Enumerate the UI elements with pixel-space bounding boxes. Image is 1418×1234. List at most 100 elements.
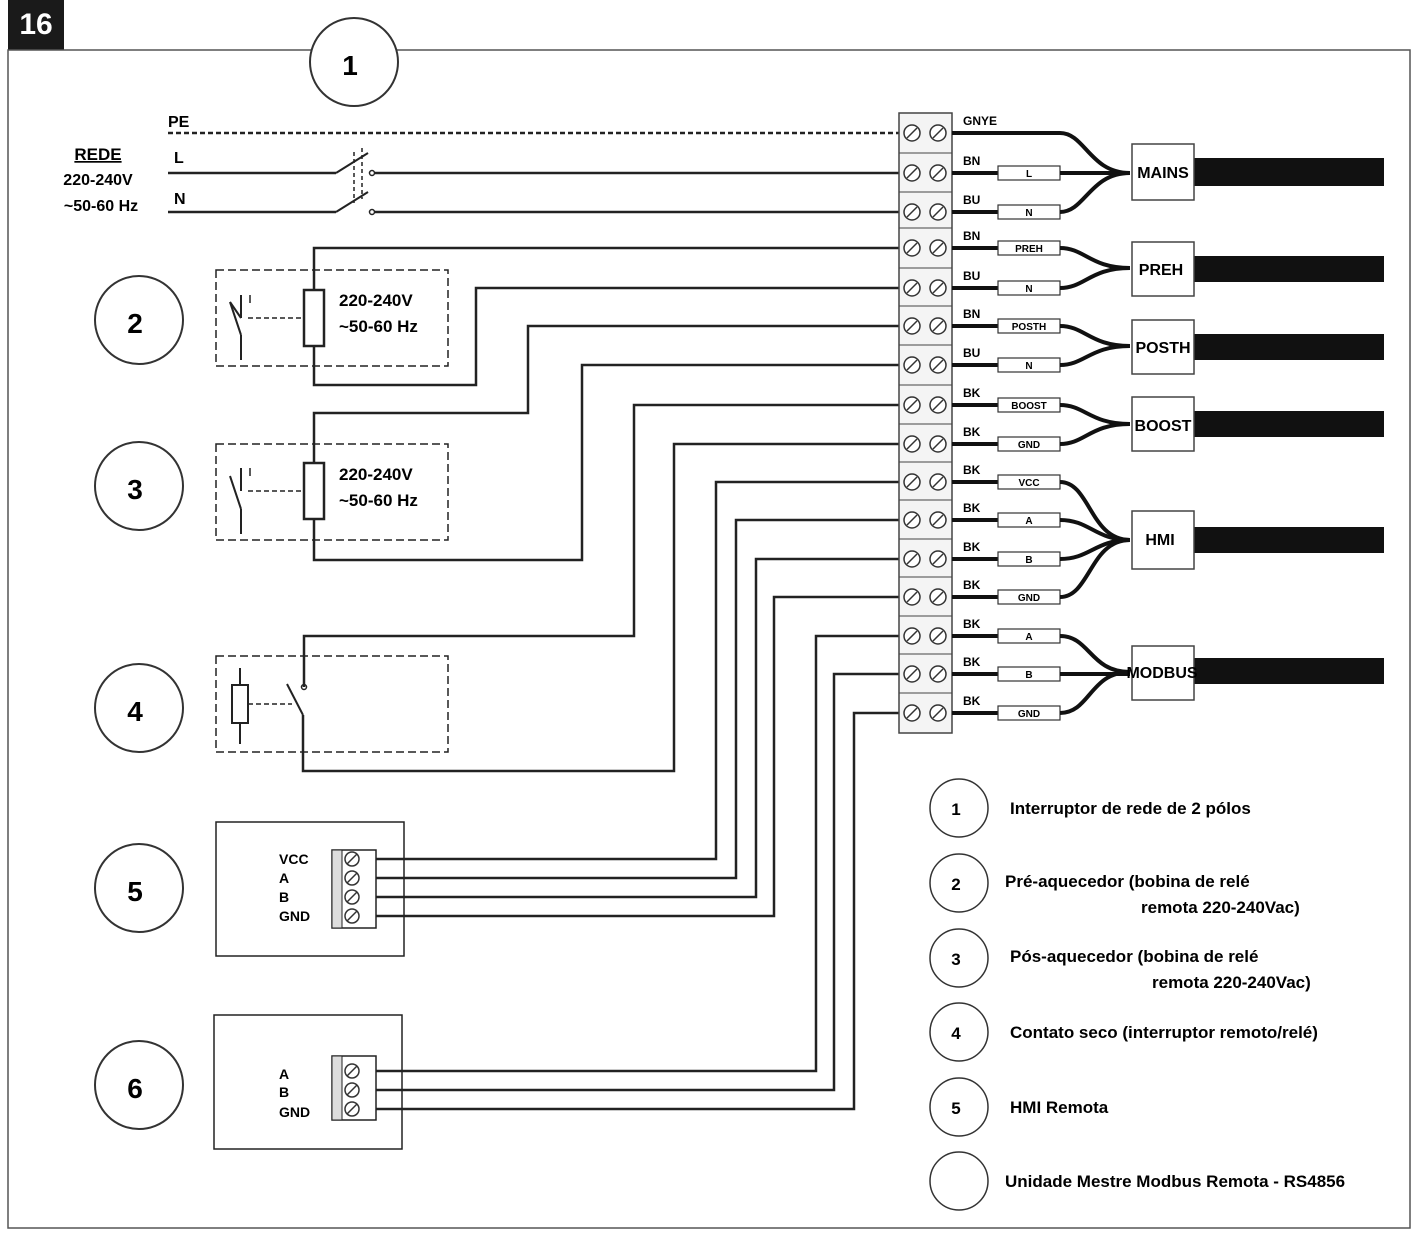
callout-2: 2 [94, 275, 184, 365]
postheater-voltage: 220-240V [339, 465, 413, 484]
connector-preh: PREH [1139, 262, 1183, 279]
hmi-terminal-a: A [279, 870, 289, 886]
terminal-wire-tag: PREH [1015, 244, 1043, 255]
dry-contact [215, 403, 900, 773]
terminal-row: BN PREH [899, 227, 1061, 257]
hmi-terminal-vcc: VCC [279, 851, 309, 867]
modbus-master-box [213, 1014, 403, 1150]
terminal-wire-tag: B [1025, 670, 1032, 681]
terminal-wire-color: BK [963, 540, 981, 554]
terminal-wire-tag: N [1025, 284, 1032, 295]
modbus-screw-terminals [344, 1063, 360, 1117]
connector-hmi: HMI [1145, 532, 1174, 549]
hmi-terminal-gnd: GND [279, 908, 310, 924]
legend-item: Unidade Mestre Modbus Remota - RS4856 [929, 1151, 1345, 1211]
terminal-wire-color: BK [963, 578, 981, 592]
legend-number: 3 [951, 950, 960, 969]
terminal-wire-color: BU [963, 193, 980, 207]
figure-number-badge: 16 [8, 0, 64, 50]
legend-text: HMI Remota [1010, 1098, 1109, 1117]
terminal-wire-tag: A [1025, 516, 1032, 527]
terminal-wire-color: BK [963, 694, 981, 708]
terminal-block: GNYEBNLBUNBNPREHBUNBNPOSTHBUNBKBOOSTBKGN… [898, 112, 1061, 734]
terminal-wire-color: BK [963, 655, 981, 669]
rede-label: REDE [74, 145, 121, 164]
mains-switch-wiring [168, 148, 900, 216]
callout-3-number: 3 [127, 474, 143, 505]
connector-cables [1059, 131, 1131, 715]
legend-number: 2 [951, 875, 960, 894]
n-label: N [174, 191, 186, 208]
modbus-terminal-gnd: GND [279, 1104, 310, 1120]
terminal-row: BK A [899, 615, 1061, 645]
terminal-wire-color: BK [963, 463, 981, 477]
connector-output-cables [1194, 158, 1384, 684]
callout-5-number: 5 [127, 876, 143, 907]
terminal-wire-color: BK [963, 425, 981, 439]
connector-boxes [1131, 143, 1195, 701]
legend-item: 5 HMI Remota [929, 1077, 1109, 1137]
terminal-wire-color: BU [963, 346, 980, 360]
modbus-terminal-b: B [279, 1084, 289, 1100]
supply-frequency-label: ~50-60 Hz [64, 198, 138, 215]
terminal-wire-tag: VCC [1018, 478, 1039, 489]
hmi-screw-terminals [344, 851, 360, 924]
terminal-wire-color: BN [963, 154, 980, 168]
preheater-voltage: 220-240V [339, 291, 413, 310]
terminal-row: BK B [899, 653, 1061, 683]
remote-hmi-box [215, 821, 405, 957]
hmi-terminal-b: B [279, 889, 289, 905]
terminal-wire-tag: BOOST [1011, 401, 1047, 412]
supply-voltage-label: 220-240V [63, 172, 133, 189]
terminal-row: BK GND [899, 576, 1061, 606]
legend-text: Unidade Mestre Modbus Remota - RS4856 [1005, 1172, 1345, 1191]
callout-3: 3 [94, 441, 184, 531]
terminal-wire-color: GNYE [963, 114, 997, 128]
terminal-wire-tag: N [1025, 361, 1032, 372]
legend-number: 1 [951, 800, 960, 819]
terminal-row: BK GND [899, 423, 1061, 453]
connector-posth: POSTH [1135, 340, 1190, 357]
terminal-wire-color: BN [963, 307, 980, 321]
connector-modbus: MODBUS [1126, 665, 1197, 682]
callout-2-number: 2 [127, 308, 143, 339]
preheater-frequency: ~50-60 Hz [339, 317, 418, 336]
terminal-wire-color: BN [963, 229, 980, 243]
legend-number: 5 [951, 1099, 960, 1118]
terminal-wire-color: BU [963, 269, 980, 283]
preheater-relay [215, 246, 900, 387]
terminal-wire-color: BK [963, 617, 981, 631]
connector-mains: MAINS [1137, 165, 1189, 182]
terminal-row: BK B [899, 538, 1061, 568]
diagram-frame [7, 49, 1411, 1229]
terminal-wire-tag: B [1025, 555, 1032, 566]
terminal-row: BNL [899, 152, 1061, 182]
terminal-wire-tag: A [1025, 632, 1032, 643]
terminal-row: BUN [899, 191, 1061, 221]
terminal-wire-tag: GND [1018, 440, 1040, 451]
legend-text: Pós-aquecedor (bobina de relé [1010, 947, 1258, 966]
modbus-terminal-a: A [279, 1066, 289, 1082]
legend-text-continued: remota 220-240Vac) [1141, 898, 1300, 917]
connector-boost: BOOST [1135, 418, 1192, 435]
terminal-wire-tag: GND [1018, 593, 1040, 604]
terminal-wire-tag: GND [1018, 709, 1040, 720]
pe-label: PE [168, 114, 190, 131]
callout-1: 1 [309, 17, 399, 107]
postheater-relay [215, 324, 900, 562]
terminal-row: BK GND [899, 692, 1061, 722]
terminal-row: BN POSTH [899, 305, 1061, 335]
callout-5: 5 [94, 843, 184, 933]
legend-text-continued: remota 220-240Vac) [1152, 973, 1311, 992]
callout-1-number: 1 [342, 50, 358, 81]
legend-number: 4 [951, 1024, 961, 1043]
callout-4-number: 4 [127, 696, 143, 727]
modbus-cable [376, 634, 900, 1111]
hmi-cable [376, 480, 900, 918]
terminal-wire-color: BK [963, 501, 981, 515]
terminal-wire-tag: POSTH [1012, 322, 1046, 333]
